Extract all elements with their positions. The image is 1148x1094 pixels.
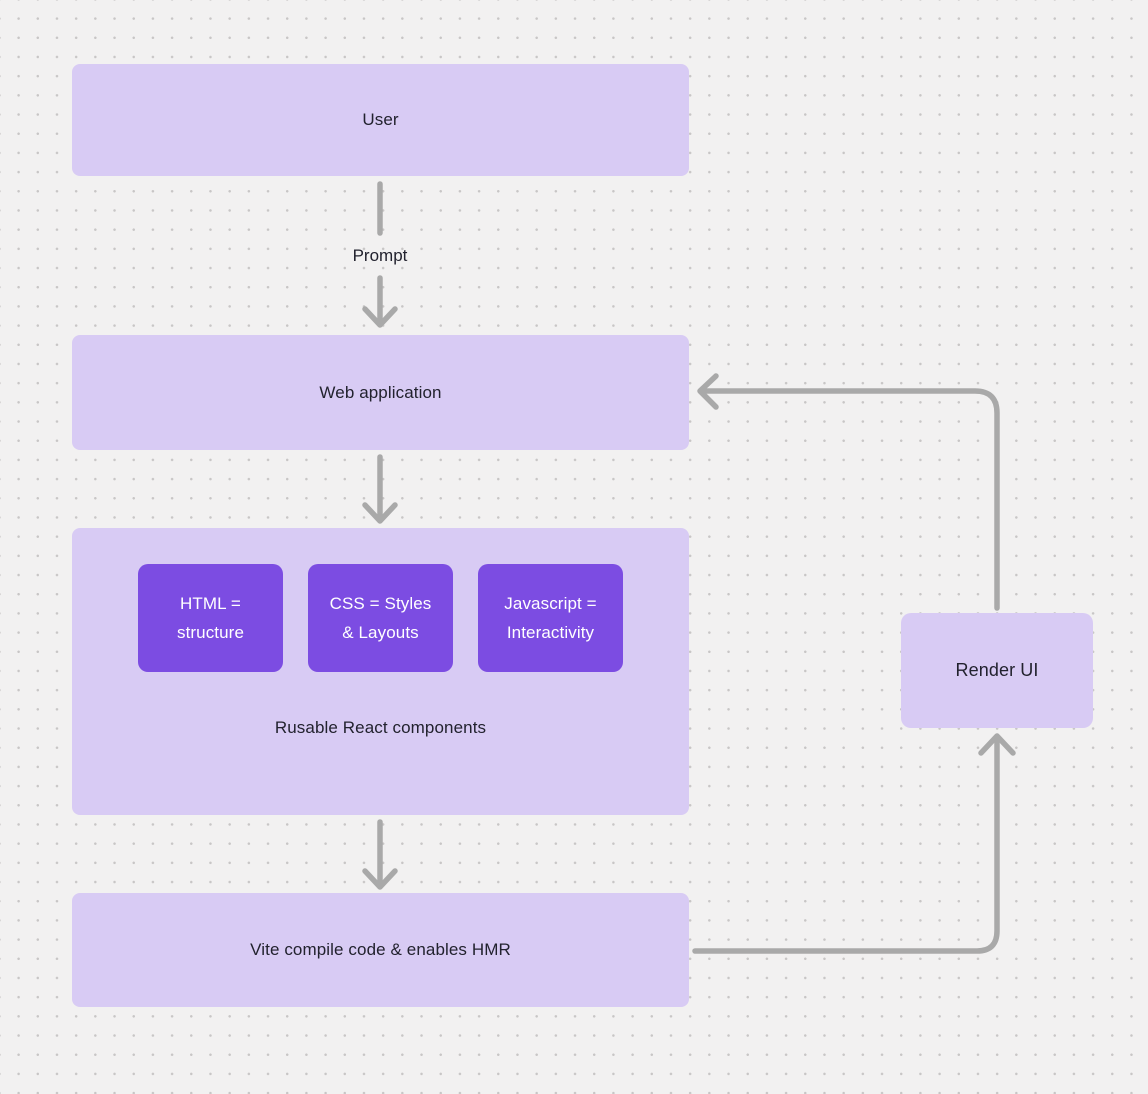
node-vite-label: Vite compile code & enables HMR	[250, 940, 511, 959]
components-card-row: HTML = structure CSS = Styles & Layouts …	[138, 564, 623, 672]
node-user-label: User	[362, 110, 399, 129]
connector-components-to-vite[interactable]	[362, 819, 398, 890]
node-components-group[interactable]: HTML = structure CSS = Styles & Layouts …	[72, 528, 689, 815]
connector-webapp-to-components[interactable]	[362, 454, 398, 524]
arrowhead-left-icon	[697, 373, 719, 410]
connector-segment	[692, 734, 1000, 954]
node-render-ui[interactable]: Render UI	[901, 613, 1093, 728]
card-css[interactable]: CSS = Styles & Layouts	[308, 564, 453, 672]
node-web-application[interactable]: Web application	[72, 335, 689, 450]
components-group-caption: Rusable React components	[274, 718, 487, 737]
node-vite[interactable]: Vite compile code & enables HMR	[72, 893, 689, 1007]
arrowhead-down-icon	[362, 868, 398, 890]
edge-label-prompt: Prompt	[352, 246, 408, 265]
card-css-line1: CSS = Styles	[329, 594, 432, 613]
arrowhead-down-icon	[362, 502, 398, 524]
connector-user-to-webapp[interactable]	[362, 181, 398, 328]
arrowhead-down-icon	[362, 306, 398, 328]
card-javascript[interactable]: Javascript = Interactivity	[478, 564, 623, 672]
card-javascript-line1: Javascript =	[504, 594, 597, 613]
node-render-ui-label: Render UI	[955, 660, 1039, 680]
node-user[interactable]: User	[72, 64, 689, 176]
card-html[interactable]: HTML = structure	[138, 564, 283, 672]
node-web-application-label: Web application	[319, 382, 442, 402]
card-html-line2: structure	[176, 623, 245, 642]
connector-segment	[698, 388, 1000, 611]
connector-renderui-to-webapp[interactable]	[697, 373, 1000, 611]
connector-vite-to-renderui[interactable]	[692, 733, 1016, 954]
card-html-line1: HTML =	[180, 594, 241, 613]
card-javascript-line2: Interactivity	[506, 623, 595, 642]
card-css-line2: & Layouts	[342, 623, 419, 642]
arrowhead-up-icon	[978, 733, 1016, 756]
